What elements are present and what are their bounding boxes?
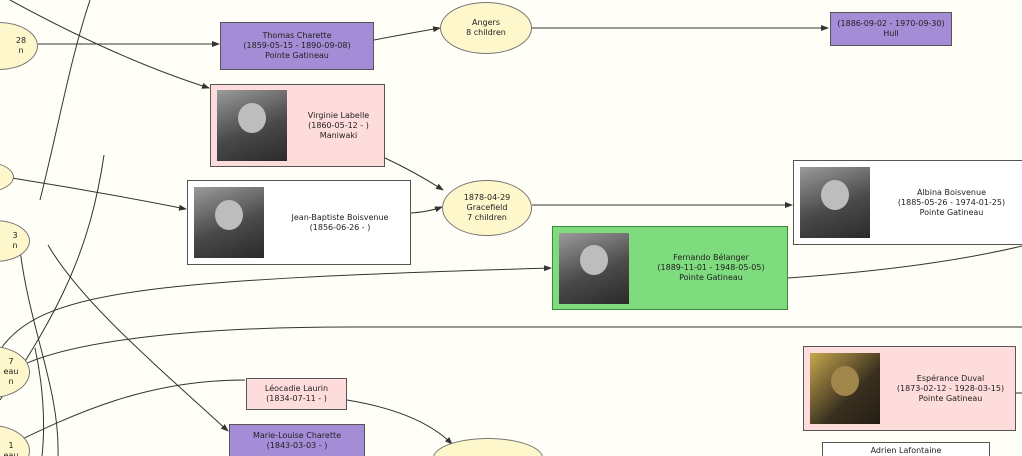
edge-virginie-to-gracefield xyxy=(384,157,444,191)
person-dates: (1873-02-12 - 1928-03-15) xyxy=(896,383,1005,393)
person-place: Pointe Gatineau xyxy=(919,207,984,217)
person-name: Fernando Bélanger xyxy=(673,253,749,262)
person-place: Maniwaki xyxy=(319,130,358,140)
person-marie-louise-charette[interactable]: Marie-Louise Charette (1843-03-03 - ) xyxy=(229,424,365,456)
person-name: Léocadie Laurin xyxy=(264,384,329,393)
person-adrien-lafontaine[interactable]: Adrien Lafontaine xyxy=(822,442,990,456)
person-dates: (1859-05-15 - 1890-09-08) xyxy=(243,41,351,50)
person-name: Thomas Charette xyxy=(262,31,332,40)
person-name: Espérance Duval xyxy=(916,373,985,383)
edge-curve-left-e xyxy=(34,347,45,456)
person-dates: (1860-05-12 - ) xyxy=(308,120,369,130)
portrait-photo xyxy=(559,232,629,304)
person-place: Pointe Gatineau xyxy=(918,393,983,403)
edge-thomas-to-angers xyxy=(373,26,441,41)
edge-jb-to-gracefield xyxy=(410,206,443,214)
edge-curve-left-b xyxy=(19,249,59,456)
edge-fernando-out xyxy=(787,245,1022,279)
person-top-right[interactable]: (1886-09-02 - 1970-09-30) Hull xyxy=(830,12,952,46)
person-name: Marie-Louise Charette xyxy=(252,431,342,440)
family-children: 8 children xyxy=(466,28,506,37)
portrait-photo xyxy=(217,90,287,161)
family-place: Angers xyxy=(472,18,500,27)
person-dates: (1886-09-02 - 1970-09-30) xyxy=(837,19,945,28)
person-place: Pointe Gatineau xyxy=(679,273,743,282)
person-leocadie-laurin[interactable]: Léocadie Laurin (1834-07-11 - ) xyxy=(246,378,347,410)
person-name: Albina Boisvenue xyxy=(916,187,986,197)
person-albina-boisvenue[interactable]: Albina Boisvenue (1885-05-26 - 1974-01-2… xyxy=(793,160,1022,245)
person-thomas-charette[interactable]: Thomas Charette (1859-05-15 - 1890-09-08… xyxy=(220,22,374,70)
person-dates: (1856-06-26 - ) xyxy=(309,222,371,232)
person-place: Pointe Gatineau xyxy=(265,51,329,60)
edge-left-to-leocadie-area xyxy=(0,379,246,451)
person-name: Jean-Baptiste Boisvenue xyxy=(291,212,389,222)
person-jean-baptiste-boisvenue[interactable]: Jean-Baptiste Boisvenue (1856-06-26 - ) xyxy=(187,180,411,265)
person-fernando-belanger[interactable]: Fernando Bélanger (1889-11-01 - 1948-05-… xyxy=(552,226,788,310)
edge-left-to-fernando xyxy=(0,265,552,351)
person-dates: (1843-03-03 - ) xyxy=(266,441,328,450)
family-date: 1878-04-29 xyxy=(463,193,511,202)
person-esperance-duval[interactable]: Espérance Duval (1873-02-12 - 1928-03-15… xyxy=(803,346,1016,431)
portrait-photo xyxy=(800,167,870,238)
person-name: Adrien Lafontaine xyxy=(870,446,942,455)
person-dates: (1885-05-26 - 1974-01-25) xyxy=(897,197,1006,207)
family-children: 7 children xyxy=(467,213,507,222)
family-place: Gracefield xyxy=(466,203,508,212)
edge-curve-left-a xyxy=(39,0,91,201)
person-place: Hull xyxy=(883,29,899,38)
person-dates: (1889-11-01 - 1948-05-05) xyxy=(657,263,765,272)
edge-leocadie-to-family xyxy=(346,399,453,445)
family-node-angers[interactable]: Angers 8 children xyxy=(440,2,532,54)
edge-left-to-virginie xyxy=(9,0,210,89)
family-node-gracefield[interactable]: 1878-04-29 Gracefield 7 children xyxy=(442,180,532,236)
person-virginie-labelle[interactable]: Virginie Labelle (1860-05-12 - ) Maniwak… xyxy=(210,84,385,167)
portrait-photo xyxy=(810,353,880,424)
person-name: Virginie Labelle xyxy=(307,110,370,120)
edge-curve-left-c xyxy=(47,244,229,432)
person-dates: (1834-07-11 - ) xyxy=(266,394,327,403)
edge-left-to-jb xyxy=(11,177,187,211)
portrait-photo xyxy=(194,187,264,258)
